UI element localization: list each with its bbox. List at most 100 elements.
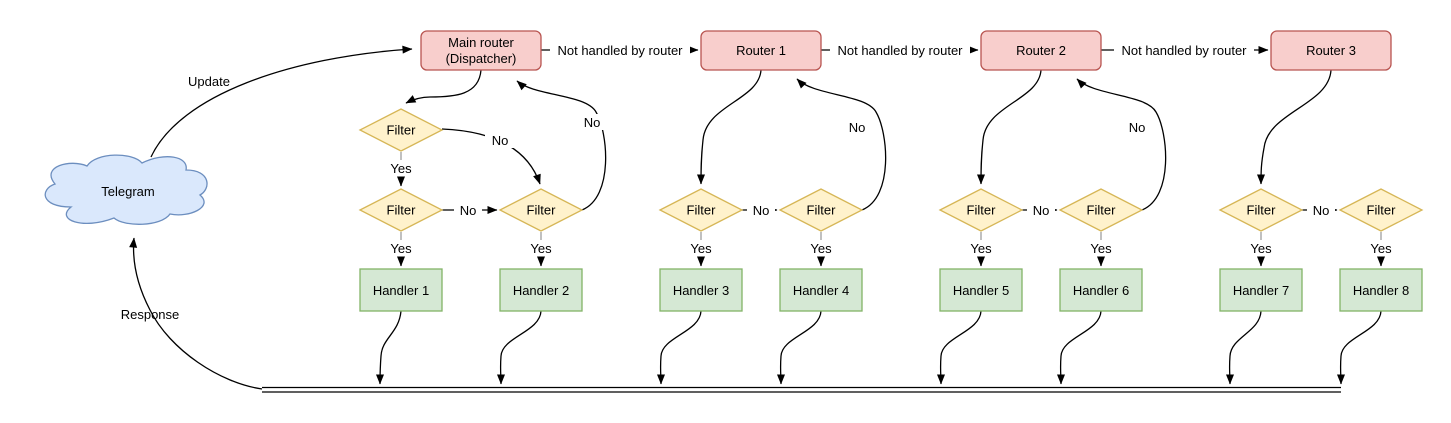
handler-label: Handler 4 [793,283,849,298]
yes-label-h7: Yes [1250,241,1272,256]
not-handled-label-3: Not handled by router [1114,42,1254,59]
label-bg [454,202,482,218]
yes-label-top: Yes [390,161,412,176]
edge-handler8-to-bus [1336,310,1382,385]
no-label-top-curve: No [485,132,515,148]
handler-label: Handler 8 [1353,283,1409,298]
handler-label: Handler 2 [513,283,569,298]
router2-box [980,30,1102,71]
cloud-shape [44,154,208,225]
edge-no-return-dispatcher [516,80,607,211]
main-router-label-line1: Main router [448,35,514,50]
filter-shape [938,188,1024,232]
edge-router3-to-filter [1257,69,1332,185]
filter-router3-right: Filter [1338,188,1424,232]
filter-dispatcher-left: Filter [358,188,444,232]
not-handled-text: Not handled by router [837,43,963,58]
no-label-h-main: No [454,202,482,218]
handler-box [779,268,863,312]
filter-label: Filter [387,123,417,138]
yes-label-h1: Yes [390,241,412,256]
filter-shape [498,188,584,232]
label-bg [485,132,515,148]
not-handled-label-2: Not handled by router [830,42,970,59]
node-handler-7: Handler 7 [1219,268,1303,312]
not-handled-text: Not handled by router [557,43,683,58]
filter-shape [1338,188,1424,232]
filter-label: Filter [1367,203,1397,218]
filter-label: Filter [387,203,417,218]
filter-label: Filter [687,203,717,218]
no-text: No [460,203,477,218]
node-router-1: Router 1 [700,30,822,71]
handler-box [659,268,743,312]
filter-shape [658,188,744,232]
edge-handler7-to-bus [1225,310,1262,385]
no-text: No [849,120,866,135]
yes-label-h5: Yes [970,241,992,256]
main-router-label-line2: (Dispatcher) [446,51,517,66]
label-bg [1114,42,1254,59]
edge-response [129,237,263,390]
filter-shape [1218,188,1304,232]
no-text: No [1313,203,1330,218]
no-text: No [1033,203,1050,218]
label-bg [1307,202,1335,218]
not-handled-label-1: Not handled by router [550,42,690,59]
label-bg [1027,202,1055,218]
label-bg [577,114,607,130]
filter-dispatcher-right: Filter [498,188,584,232]
node-handler-6: Handler 6 [1059,268,1143,312]
not-handled-text: Not handled by router [1121,43,1247,58]
no-label-h-router3: No [1307,202,1335,218]
label-bg [830,42,970,59]
node-main-router: Main router (Dispatcher) [420,30,542,71]
router3-label: Router 3 [1306,43,1356,58]
node-handler-5: Handler 5 [939,268,1023,312]
filter-shape [358,108,444,152]
filter-shape [358,188,444,232]
filter-label: Filter [1087,203,1117,218]
edge-no-return-router2 [1076,78,1167,211]
router2-label: Router 2 [1016,43,1066,58]
yes-label-h3: Yes [690,241,712,256]
node-router-3: Router 3 [1270,30,1392,71]
no-text: No [753,203,770,218]
edge-handler6-to-bus [1056,310,1102,385]
filter-label: Filter [807,203,837,218]
update-edge-label: Update [188,74,230,89]
filter-label: Filter [1247,203,1277,218]
edge-router2-to-filter [977,69,1042,185]
response-edge-label: Response [121,307,180,322]
filter-shape [1058,188,1144,232]
handler-box [359,268,443,312]
handler-box [499,268,583,312]
edge-dispatcher-to-filter [405,69,482,104]
filter-label: Filter [527,203,557,218]
handler-box [1219,268,1303,312]
node-handler-1: Handler 1 [359,268,443,312]
handler-box [1339,268,1423,312]
no-text: No [492,133,509,148]
label-bg [842,119,872,135]
cloud-label: Telegram [101,184,154,199]
filter-router2-left: Filter [938,188,1024,232]
handler-label: Handler 7 [1233,283,1289,298]
filter-shape [778,188,864,232]
filter-dispatcher-top: Filter [358,108,444,152]
node-handler-2: Handler 2 [499,268,583,312]
edge-handler2-to-bus [496,310,542,385]
no-text: No [584,115,601,130]
main-router-box [420,30,542,71]
node-handler-3: Handler 3 [659,268,743,312]
edge-handler5-to-bus [936,310,982,385]
handler-label: Handler 1 [373,283,429,298]
filter-router1-left: Filter [658,188,744,232]
handler-label: Handler 5 [953,283,1009,298]
handler-box [939,268,1023,312]
router1-label: Router 1 [736,43,786,58]
yes-label-h2: Yes [530,241,552,256]
yes-label-h8: Yes [1370,241,1392,256]
no-label-h-router2: No [1027,202,1055,218]
